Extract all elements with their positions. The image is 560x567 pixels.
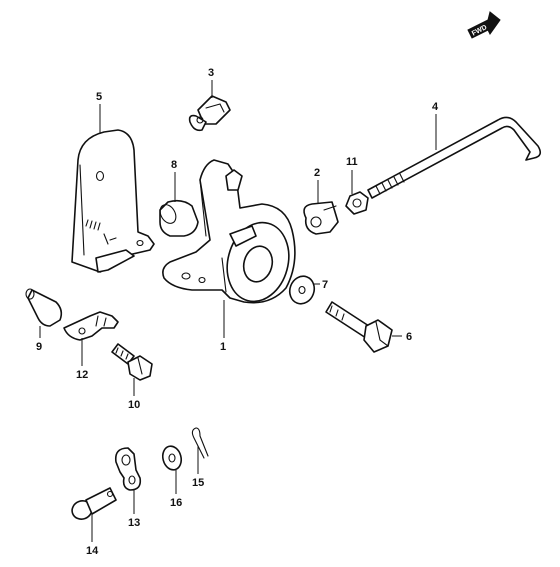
part-2-connector xyxy=(303,201,339,235)
callout-9: 9 xyxy=(36,341,42,353)
callout-6: 6 xyxy=(406,331,412,343)
callout-11: 11 xyxy=(346,156,358,168)
part-8-bushing xyxy=(159,199,199,237)
callout-3: 3 xyxy=(208,67,214,79)
part-13-link xyxy=(114,447,142,491)
part-14-clevis-pin xyxy=(71,487,117,520)
part-12-clip-plate xyxy=(63,311,119,341)
callout-15: 15 xyxy=(192,477,204,489)
part-16-washer xyxy=(161,445,183,471)
part-11-nut xyxy=(345,191,369,215)
callout-8: 8 xyxy=(171,159,177,171)
part-7-washer xyxy=(288,275,316,305)
callout-5: 5 xyxy=(96,91,102,103)
part-5-bracket-plate xyxy=(71,129,155,273)
callout-12: 12 xyxy=(76,369,88,381)
fwd-label: FWD xyxy=(471,24,488,38)
callout-2: 2 xyxy=(314,167,320,179)
callout-16: 16 xyxy=(170,497,182,509)
part-10-screw xyxy=(111,343,153,381)
part-9-pin xyxy=(25,288,63,327)
part-6-bolt xyxy=(325,301,393,353)
callout-numbers: 5 3 8 4 11 2 7 6 1 9 12 10 13 14 16 15 xyxy=(36,67,439,557)
callout-1: 1 xyxy=(220,341,226,353)
part-15-cotter-pin xyxy=(191,427,209,459)
fwd-direction-badge: FWD xyxy=(467,11,501,39)
callout-10: 10 xyxy=(128,399,140,411)
part-4-rod xyxy=(367,116,542,199)
callout-4: 4 xyxy=(432,101,439,113)
callout-14: 14 xyxy=(86,545,99,557)
callout-7: 7 xyxy=(322,279,328,291)
part-3-clip xyxy=(188,95,231,132)
part-1-cam-lever xyxy=(162,159,296,304)
callout-13: 13 xyxy=(128,517,140,529)
leader-lines xyxy=(39,80,437,542)
